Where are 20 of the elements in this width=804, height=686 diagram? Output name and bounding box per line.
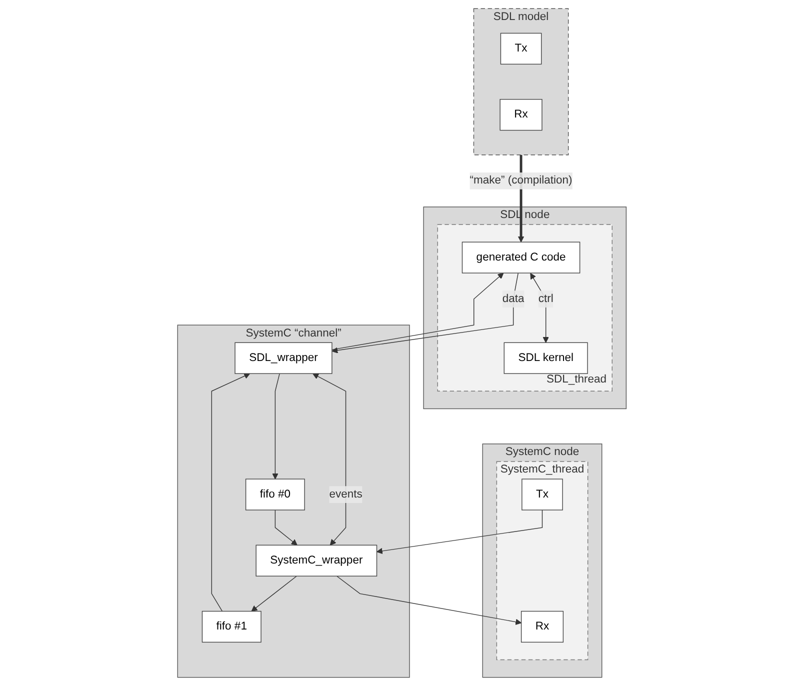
- edge-label: ctrl: [538, 290, 554, 308]
- edge-label: events: [329, 486, 362, 503]
- process-box: Tx: [500, 32, 542, 65]
- group-title: SDL model: [494, 10, 549, 23]
- process-box: SystemC_wrapper: [256, 544, 378, 576]
- process-box: Rx: [521, 610, 564, 643]
- process-box: generated C code: [462, 242, 580, 274]
- edge-label: data: [502, 290, 524, 308]
- group-title: SystemC “channel”: [246, 327, 342, 340]
- group-title: SystemC_thread: [500, 464, 584, 476]
- process-box: Rx: [500, 98, 542, 131]
- process-box: fifo #1: [202, 610, 262, 643]
- group-title: SDL_thread: [546, 374, 607, 386]
- process-box: SDL kernel: [504, 342, 588, 374]
- process-box: Tx: [522, 478, 563, 510]
- group-title: SystemC node: [505, 446, 580, 458]
- group-title: SDL node: [500, 209, 550, 221]
- edge-label: “make” (compilation): [470, 172, 572, 190]
- process-box: SDL_wrapper: [234, 342, 332, 374]
- process-box: fifo #0: [246, 478, 306, 510]
